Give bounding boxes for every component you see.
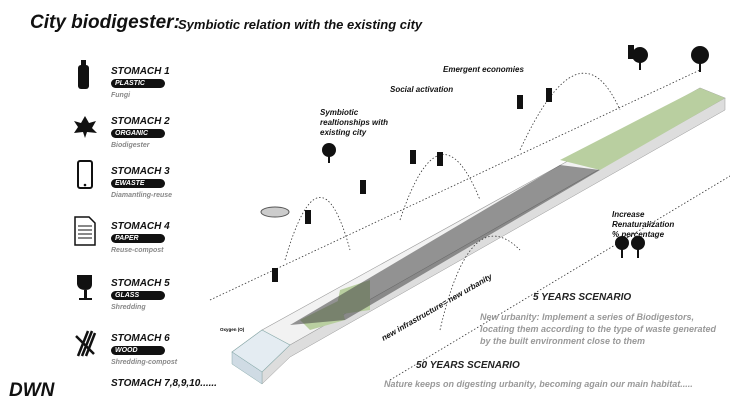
five-year-text: New urbanity: Implement a series of Biod… <box>480 312 717 346</box>
symbiotic-label: Symbiotic realtionships with existing ci… <box>320 108 389 137</box>
urban-fabric <box>290 165 600 325</box>
tree-icons <box>322 46 709 258</box>
stomach-name: STOMACH 2 <box>111 116 170 127</box>
fifty-year-title: 50 YEARS SCENARIO <box>416 360 520 371</box>
stomach-name: STOMACH 3 <box>111 166 170 177</box>
bird-icon <box>260 206 290 218</box>
process-label: Biodigester <box>111 142 150 149</box>
green-zone-far <box>560 88 725 170</box>
wood-icon <box>72 328 98 357</box>
stomach-4: STOMACH 4 PAPER Reuse-compost <box>111 221 170 254</box>
material-badge: ORGANIC <box>111 129 165 138</box>
logo: DWN <box>9 380 55 401</box>
stomach-5: STOMACH 5 GLASS Shredding <box>111 278 170 311</box>
process-label: Diamantling-reuse <box>111 192 173 199</box>
page-subtitle: Symbiotic relation with the existing cit… <box>178 17 423 32</box>
bottle-icon <box>72 60 98 89</box>
glass-icon <box>72 274 98 302</box>
stomach-name: STOMACH 4 <box>111 221 170 232</box>
process-label: Shredding-compost <box>111 359 178 366</box>
material-badge: EWASTE <box>111 179 165 188</box>
process-label: Shredding <box>111 304 146 311</box>
stomach-3: STOMACH 3 EWASTE Diamantling-reuse <box>111 166 172 199</box>
stomach-1: STOMACH 1 PLASTIC Fungi <box>111 66 170 99</box>
stomach-6: STOMACH 6 WOOD Shredding-compost <box>111 333 177 366</box>
phone-icon <box>72 160 98 189</box>
leaf-icon <box>72 114 98 142</box>
stomach-name: STOMACH 5 <box>111 278 170 289</box>
oxygen-label: Oxygen (O) <box>220 327 245 332</box>
stomach-name: STOMACH 1 <box>111 66 170 77</box>
material-badge: GLASS <box>111 291 165 300</box>
emergent-economies-label: Emergent economies <box>443 65 524 74</box>
water-block-side <box>231 351 263 385</box>
document-icon <box>72 216 98 246</box>
renaturalization-label: Increase Renaturalization % percentage <box>612 210 675 239</box>
material-badge: PLASTIC <box>111 79 165 88</box>
page-title: City biodigester: <box>30 12 180 33</box>
process-label: Reuse-compost <box>111 247 164 254</box>
material-badge: WOOD <box>111 346 165 355</box>
fifty-year-text: Nature keeps on digesting urbanity, beco… <box>384 379 693 389</box>
stomach-name: STOMACH 6 <box>111 333 170 344</box>
social-activation-label: Social activation <box>390 85 454 94</box>
process-label: Fungi <box>111 92 131 99</box>
material-badge: PAPER <box>111 234 165 243</box>
five-year-title: 5 YEARS SCENARIO <box>533 292 632 303</box>
more-stomachs: STOMACH 7,8,9,10...... <box>111 378 217 389</box>
biodigester-markers <box>272 45 634 282</box>
stomach-2: STOMACH 2 ORGANIC Biodigester <box>111 116 170 149</box>
